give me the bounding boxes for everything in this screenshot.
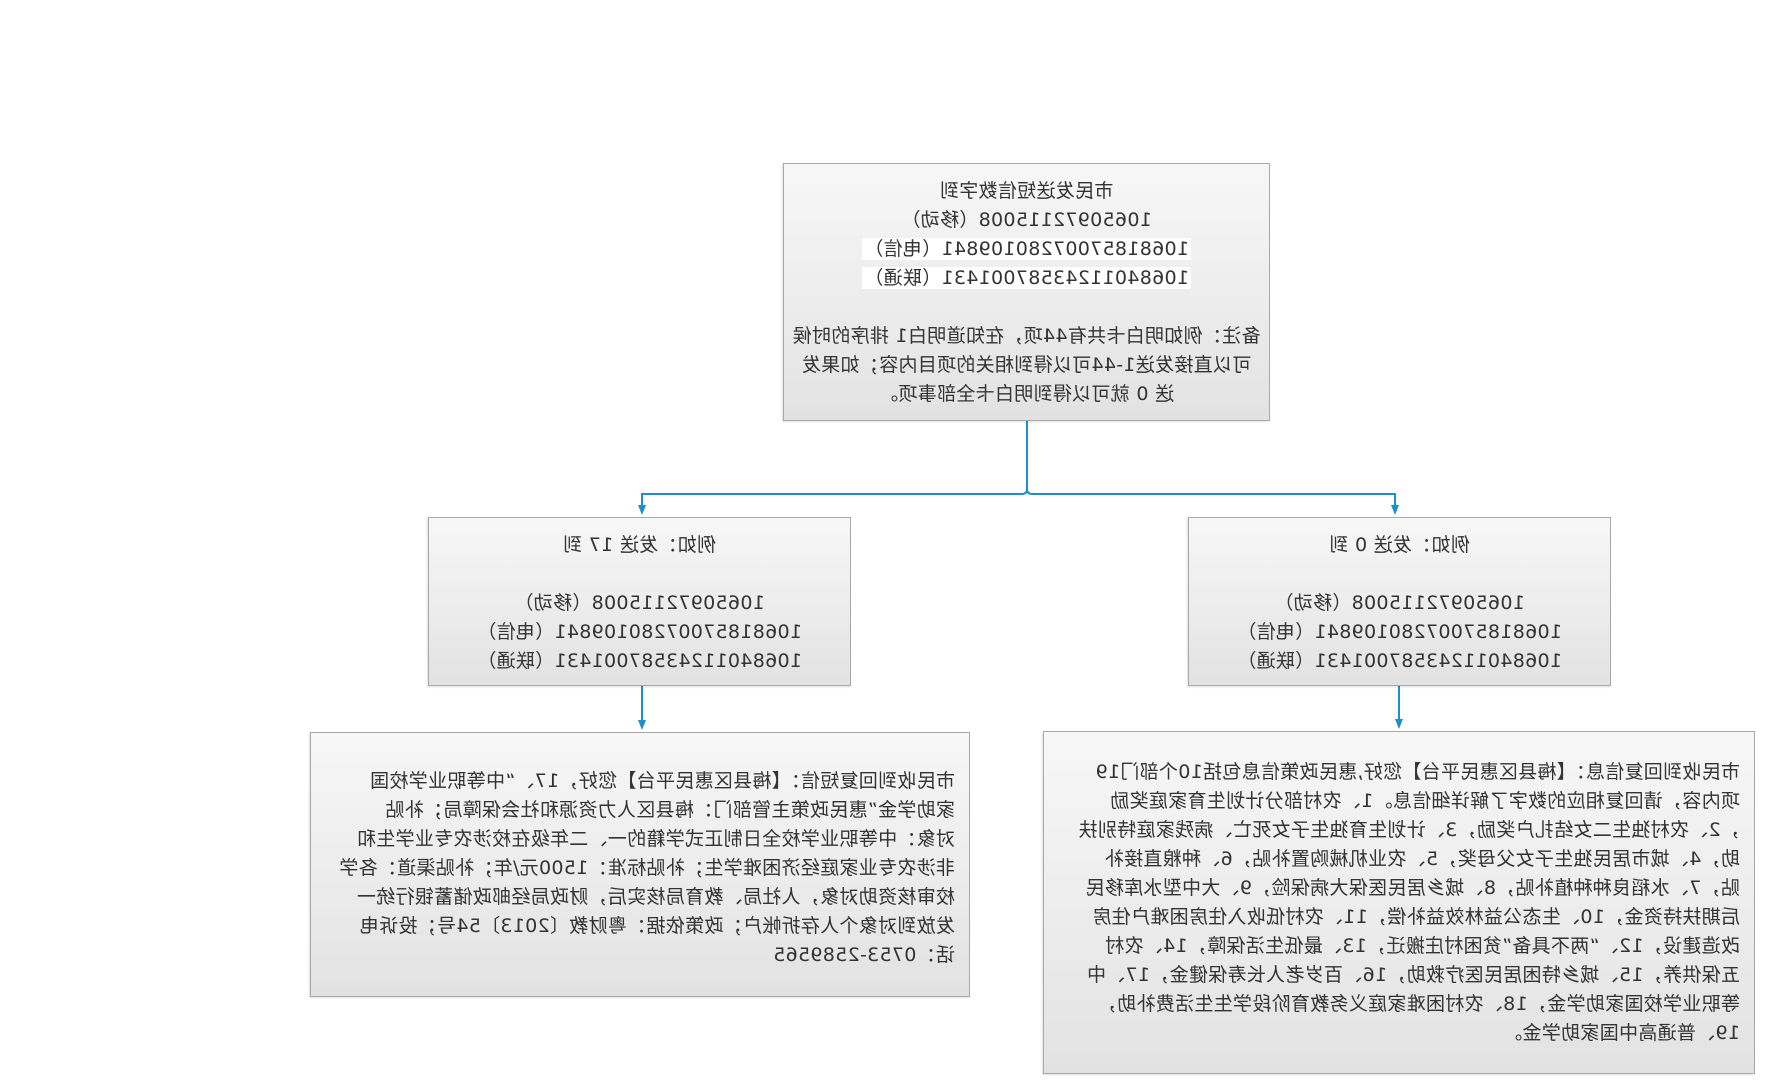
right-bottom-line-3: 对象：中等职业学校全日制正式学籍的一、二年级在校涉农专业学生和: [356, 828, 955, 850]
left-mid-line-5: 10684011243587001431（联通）: [1237, 650, 1562, 672]
right-mid-line-5: 10684011243587001431（联通）: [477, 650, 802, 672]
top-box-line-6: 备注：例如明白卡共有44项，在知道明白1 排序的时候: [792, 325, 1261, 347]
top-box-line-3-text: 10681857007280109841（电信）: [862, 238, 1191, 260]
top-box-line-3: 10681857007280109841（电信）: [784, 235, 1269, 264]
right-bottom-box-reply-17: 市民收到回复短信：【梅县区惠民平台】您好，17、“中等职业学校国 家助学金”惠民…: [310, 732, 970, 997]
left-mid-gap: [1189, 560, 1610, 589]
left-mid-line-1: 例如：发送 0 到: [1329, 534, 1470, 556]
left-mid-box-send-0: 例如：发送 0 到 10650972115008（移动） 10681857007…: [1188, 517, 1611, 686]
right-bottom-line-4: 非涉农专业家庭经济困难学生；补贴标准：1500元/年；补贴渠道：各学: [339, 857, 955, 879]
left-bottom-box-reply-all: 市民收到回复信息：【梅县区惠民平台】您好,惠民政策信息包括10个部门19 项内容…: [1043, 731, 1755, 1074]
right-mid-gap: [429, 560, 850, 589]
left-bottom-line-4: 助，4、城市居民独生子女父母奖，5、农业机械购置补贴，6、种粮直接补: [1104, 848, 1740, 870]
right-bottom-line-5: 校审核资助对象，人社局、教育局核实后，财政局经邮政储蓄银行统一: [356, 886, 955, 908]
left-bottom-line-8: 五保供养，15、城乡特困居民医疗救助，16、百岁老人长寿保健金，17、中: [1086, 964, 1740, 986]
right-mid-line-1: 例如：发送 17 到: [562, 534, 717, 556]
top-box-line-4-text: 10684011243587001431（联通）: [862, 267, 1191, 289]
top-box-gap: [784, 293, 1269, 322]
connector-top-to-split: [1026, 421, 1399, 515]
top-box-line-8: 送 0 就可以得到明白卡全部事项。: [878, 383, 1175, 405]
right-bottom-line-7: 话：0753-2589565: [772, 944, 955, 966]
left-bottom-line-1: 市民收到回复信息：【梅县区惠民平台】您好,惠民政策信息包括10个部门19: [1095, 761, 1740, 783]
top-box-sms-instructions: 市民发送短信数字到 10650972115008（移动） 10681857007…: [783, 163, 1270, 421]
left-bottom-line-10: 19、普通高中国家助学金。: [1502, 1022, 1740, 1044]
left-bottom-line-9: 等职业学校国家助学金，18、农村困难家庭义务教育阶段学生生活费补助，: [1097, 993, 1740, 1015]
left-bottom-line-3: ，2、农村独生二女结扎户奖励，3、计划生育独生子女死亡、病残家庭特别扶: [1078, 819, 1740, 841]
right-bottom-line-2: 家助学金”惠民政策主管部门：梅县区人力资源和社会保障局；补贴: [385, 799, 955, 821]
left-bottom-line-5: 贴，7、水稻良种种植补贴，8、城乡居民医保大病保险，9、大中型水库移民: [1085, 877, 1740, 899]
right-mid-line-3: 10650972115008（移动）: [514, 592, 765, 614]
left-mid-line-4: 10681857007280109841（电信）: [1237, 621, 1562, 643]
top-box-line-2: 10650972115008（移动）: [901, 209, 1152, 231]
right-bottom-line-1: 市民收到回复短信：【梅县区惠民平台】您好，17、“中等职业学校国: [369, 770, 955, 792]
left-bottom-line-7: 改造建设，12、“两不具备”贫困村庄搬迁，13、最低生活保障，14、农村: [1104, 935, 1740, 957]
top-box-line-4: 10684011243587001431（联通）: [784, 264, 1269, 293]
right-bottom-line-6: 发放到对象个人存折帐户；政策依据：粤财教〔2013〕54号；投诉电: [359, 915, 955, 937]
left-bottom-line-6: 后期扶持资金，10、生态公益林效益补偿，11、农村低收入住房困难户住房: [1092, 906, 1740, 928]
left-bottom-line-2: 项内容，请回复相应的数字了解详细信息。1、农村部分计划生育家庭奖励: [1110, 790, 1740, 812]
right-mid-line-4: 10681857007280109841（电信）: [477, 621, 802, 643]
right-mid-box-send-17: 例如：发送 17 到 10650972115008（移动） 1068185700…: [428, 517, 851, 686]
top-box-line-1: 市民发送短信数字到: [939, 180, 1114, 202]
left-mid-line-3: 10650972115008（移动）: [1274, 592, 1525, 614]
top-box-line-7: 可以直接发送1-44可以得到相关的项目内容；如果发: [801, 354, 1252, 376]
connector-top-to-right: [638, 488, 1028, 515]
